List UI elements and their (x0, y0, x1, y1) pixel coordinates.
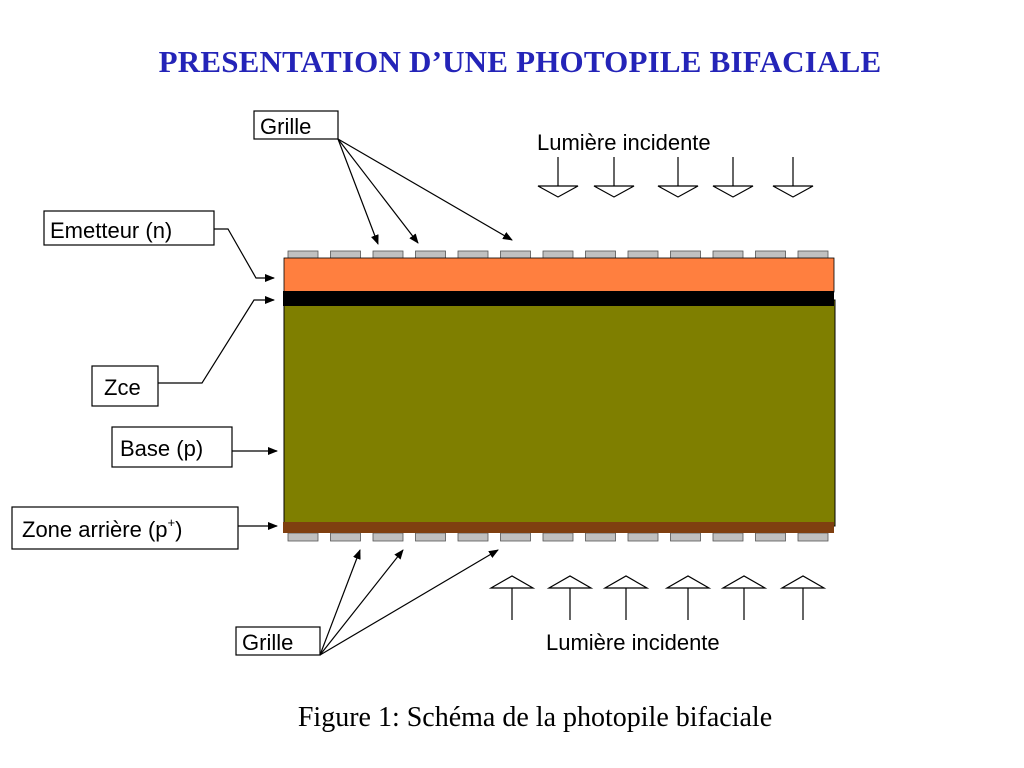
light-arrow-down-icon (772, 157, 814, 198)
grid-finger-bottom (627, 532, 659, 542)
label-lumiere-top: Lumière incidente (537, 130, 711, 155)
light-arrow-up-icon (779, 575, 827, 620)
label-grille-bottom: Grille (235, 626, 321, 656)
label-base-text: Base (p) (120, 436, 203, 461)
light-arrow-up-icon (720, 575, 768, 620)
arrow-grille-top-2 (337, 138, 419, 244)
label-grille-bottom-text: Grille (242, 630, 293, 655)
pointer-arrows (158, 138, 513, 656)
light-arrow-down-icon (593, 157, 635, 198)
grid-finger-bottom (585, 532, 616, 542)
grid-finger-bottom (755, 532, 786, 542)
svg-text:Zone arrière (p+): Zone arrière (p+) (22, 515, 182, 542)
label-emetteur-text: Emetteur (n) (50, 218, 172, 243)
arrow-grille-top-3 (337, 138, 513, 241)
grid-finger-bottom (542, 532, 574, 542)
emetteur-layer (283, 257, 835, 293)
arrow-zce (158, 296, 275, 384)
light-arrow-down-icon (537, 157, 579, 198)
label-lumiere-bottom: Lumière incidente (546, 630, 720, 655)
light-arrow-up-icon (602, 575, 650, 620)
light-arrows-top (537, 157, 814, 198)
grid-finger-bottom (457, 532, 489, 542)
page-title: PRESENTATION D’UNE PHOTOPILE BIFACIALE (158, 44, 882, 79)
grid-finger-bottom (330, 532, 361, 542)
grid-finger-bottom (670, 532, 701, 542)
grid-finger-bottom (797, 532, 829, 542)
light-arrow-down-icon (712, 157, 754, 198)
grid-finger-bottom (500, 532, 531, 542)
grid-finger-bottom (287, 532, 319, 542)
light-arrow-up-icon (488, 575, 536, 620)
arrow-emetteur (214, 228, 275, 282)
label-zone-arriere: Zone arrière (p+) (11, 506, 239, 550)
label-grille-top-text: Grille (260, 114, 311, 139)
grid-finger-bottom (712, 532, 744, 542)
base-layer (283, 299, 836, 527)
label-grille-top: Grille (253, 110, 339, 140)
light-arrow-down-icon (657, 157, 699, 198)
label-emetteur: Emetteur (n) (43, 210, 215, 246)
light-arrows-bottom (488, 575, 827, 620)
arrow-grille-bottom-2 (319, 549, 404, 656)
light-arrow-up-icon (546, 575, 594, 620)
label-zone-arriere-text: Zone arrière (p (22, 517, 168, 542)
label-zce-text: Zce (104, 375, 141, 400)
label-zce: Zce (91, 365, 159, 407)
arrow-grille-bottom-1 (319, 549, 361, 656)
arrow-grille-bottom-3 (319, 549, 499, 656)
bottom-grid-fingers (287, 532, 829, 542)
zce-layer (283, 291, 834, 306)
grid-finger-bottom (415, 532, 446, 542)
label-zone-arriere-close: ) (175, 517, 182, 542)
label-zone-arriere-sup: + (168, 515, 176, 530)
label-base: Base (p) (111, 426, 233, 468)
arrow-grille-top-1 (337, 138, 379, 245)
grid-finger-bottom (372, 532, 404, 542)
figure-caption: Figure 1: Schéma de la photopile bifacia… (297, 702, 773, 733)
light-arrow-up-icon (664, 575, 712, 620)
zone-arriere-layer (283, 522, 834, 533)
